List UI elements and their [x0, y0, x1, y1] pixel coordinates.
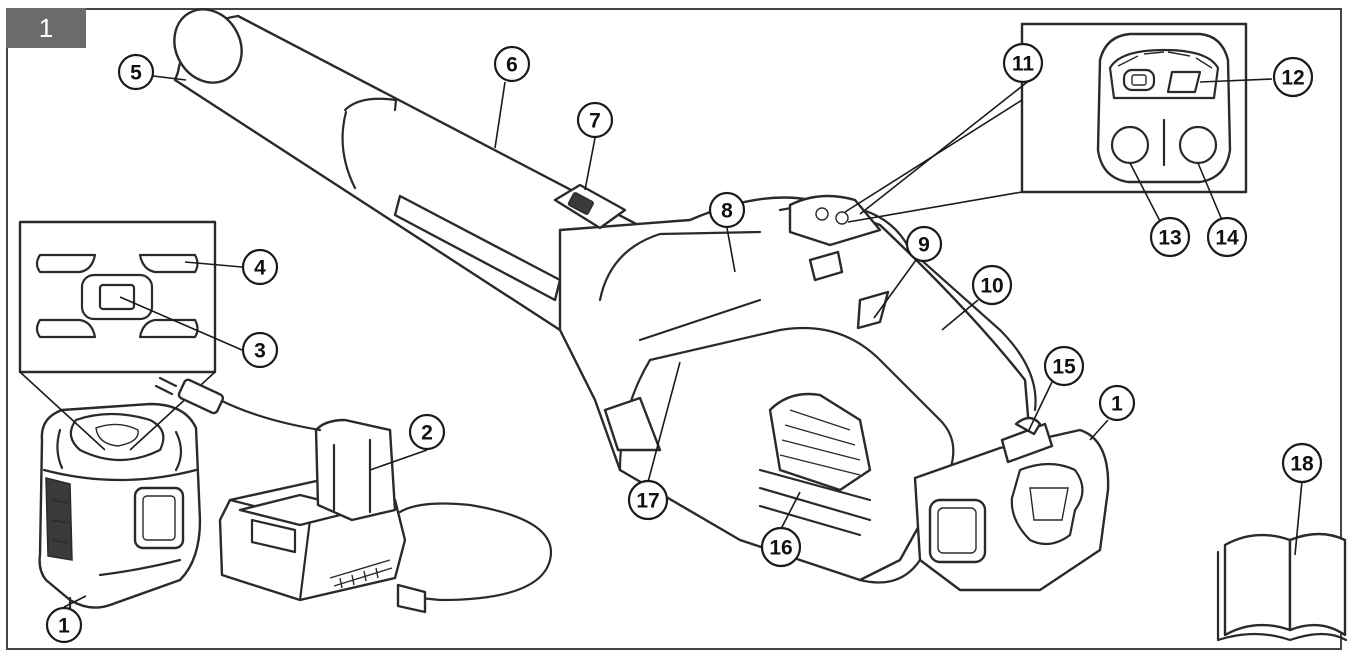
- callout-14: 14: [1206, 216, 1248, 258]
- callout-circle: [708, 191, 746, 229]
- figure-number-badge: 1: [6, 8, 86, 48]
- callout-number: 7: [589, 110, 601, 133]
- callout-number: 8: [721, 200, 733, 223]
- callout-circle: [1281, 442, 1323, 484]
- callout-number: 13: [1158, 227, 1181, 250]
- callout-circle: [241, 248, 279, 286]
- callout-8: 8: [708, 191, 746, 229]
- figure-frame: [6, 8, 1342, 650]
- callout-1: 1: [45, 606, 83, 644]
- callout-11: 11: [1002, 42, 1044, 84]
- callout-circle: [627, 479, 669, 521]
- callout-number: 4: [254, 257, 266, 280]
- manual-book-drawing: [1216, 532, 1348, 642]
- callout-number: 1: [1111, 393, 1123, 416]
- callout-number: 17: [636, 490, 659, 513]
- callout-circle: [576, 101, 614, 139]
- callout-1: 1: [1098, 384, 1136, 422]
- callout-circle: [1098, 384, 1136, 422]
- callout-15: 15: [1043, 345, 1085, 387]
- callout-9: 9: [905, 225, 943, 263]
- callout-number: 15: [1052, 356, 1076, 379]
- callout-number: 2: [421, 422, 433, 445]
- callout-number: 11: [1012, 53, 1035, 76]
- callout-circle: [117, 53, 155, 91]
- callout-10: 10: [971, 264, 1013, 306]
- callout-6: 6: [493, 45, 531, 83]
- callout-number: 16: [769, 537, 792, 560]
- charger-drawing: [154, 376, 553, 614]
- callout-number: 12: [1281, 67, 1304, 90]
- battery-indicator-inset: [18, 220, 217, 451]
- callout-circle: [760, 526, 802, 568]
- callout-12: 12: [1272, 56, 1314, 98]
- callout-4: 4: [241, 248, 279, 286]
- callout-number: 9: [918, 234, 930, 257]
- callout-circle: [408, 413, 446, 451]
- callout-circle: [1206, 216, 1248, 258]
- callout-circle: [1043, 345, 1085, 387]
- callout-number: 5: [130, 62, 142, 85]
- callout-number: 6: [506, 54, 518, 77]
- callout-circle: [241, 331, 279, 369]
- callout-circle: [493, 45, 531, 83]
- callout-circle: [1149, 216, 1191, 258]
- callout-circle: [45, 606, 83, 644]
- callout-3: 3: [241, 331, 279, 369]
- battery-pack-drawing: [38, 402, 202, 614]
- callout-17: 17: [627, 479, 669, 521]
- callout-5: 5: [117, 53, 155, 91]
- callout-7: 7: [576, 101, 614, 139]
- callout-2: 2: [408, 413, 446, 451]
- callout-circle: [1272, 56, 1314, 98]
- callout-number: 14: [1215, 227, 1239, 250]
- callout-number: 3: [254, 340, 266, 363]
- callout-circle: [1002, 42, 1044, 84]
- callout-18: 18: [1281, 442, 1323, 484]
- callout-16: 16: [760, 526, 802, 568]
- callout-circle: [905, 225, 943, 263]
- callout-number: 18: [1290, 453, 1314, 476]
- control-panel-inset: [844, 22, 1273, 226]
- callout-number: 10: [980, 275, 1003, 298]
- callout-number: 1: [58, 615, 70, 638]
- callout-circle: [971, 264, 1013, 306]
- callout-13: 13: [1149, 216, 1191, 258]
- blower-drawing: [173, 8, 1110, 592]
